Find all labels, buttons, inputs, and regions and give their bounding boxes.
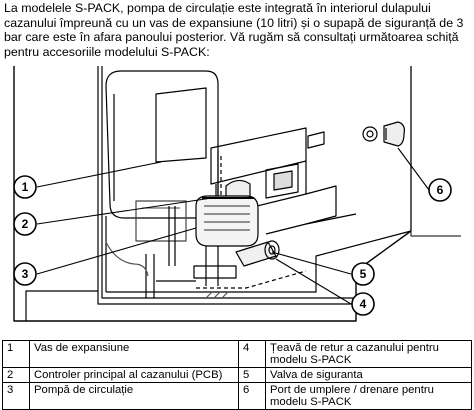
legend-row: 1 Vas de expansiune 4 Țeavă de retur a c… — [2, 340, 472, 368]
legend-text: Valva de siguranta — [265, 367, 472, 383]
legend-text: Controler principal al cazanului (PCB) — [29, 367, 239, 383]
callout-4-circle — [351, 292, 375, 316]
legend-number: 6 — [238, 382, 266, 410]
s-pack-diagram: 1 2 3 4 5 6 — [13, 66, 461, 322]
callout-3-label: 3 — [22, 267, 29, 281]
legend-number: 1 — [2, 340, 30, 368]
callout-6-circle — [428, 178, 452, 202]
legend-row: 2 Controler principal al cazanului (PCB)… — [2, 367, 472, 383]
legend-text: Țeavă de retur a cazanului pentru modelu… — [265, 340, 472, 368]
callout-4-label: 4 — [360, 297, 367, 311]
callout-5-circle — [351, 262, 375, 286]
legend-text: Port de umplere / drenare pentru modelu … — [265, 382, 472, 410]
callout-2-circle — [13, 212, 37, 236]
callout-2-label: 2 — [22, 217, 29, 231]
legend-text: Pompă de circulație — [29, 382, 239, 410]
legend-text: Vas de expansiune — [29, 340, 239, 368]
callout-5-label: 5 — [360, 267, 367, 281]
callout-3-circle — [13, 262, 37, 286]
callout-1-label: 1 — [22, 180, 29, 194]
legend-number: 5 — [238, 367, 266, 383]
legend-number: 4 — [238, 340, 266, 368]
legend-table: 1 Vas de expansiune 4 Țeavă de retur a c… — [2, 340, 472, 410]
callout-6-label: 6 — [437, 183, 444, 197]
legend-row: 3 Pompă de circulație 6 Port de umplere … — [2, 382, 472, 410]
legend-number: 3 — [2, 382, 30, 410]
callout-1-circle — [13, 175, 37, 199]
legend-number: 2 — [2, 367, 30, 383]
intro-paragraph: La modelele S-PACK, pompa de circulație … — [4, 1, 464, 59]
